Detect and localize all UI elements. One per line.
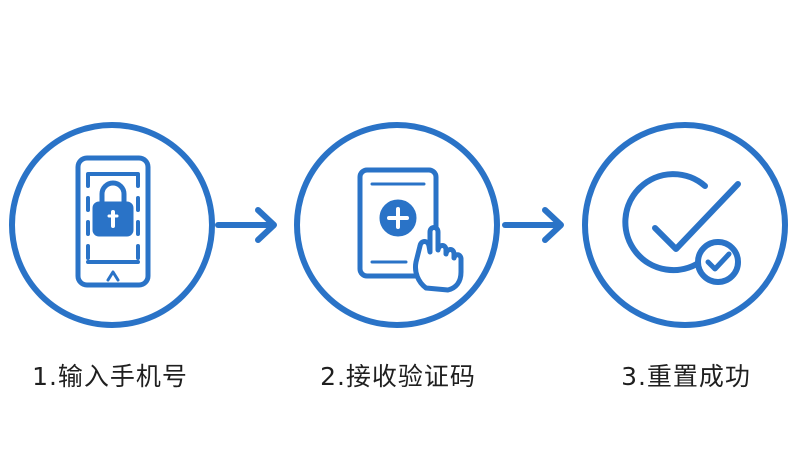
arrow-right-icon bbox=[502, 207, 564, 243]
step-1-label: 1.输入手机号 bbox=[32, 362, 188, 391]
step-2-circle bbox=[294, 122, 500, 328]
step-2 bbox=[294, 122, 500, 328]
step-3-circle bbox=[582, 122, 788, 328]
step-2-label: 2.接收验证码 bbox=[320, 362, 476, 391]
step-3-label: 3.重置成功 bbox=[621, 362, 751, 391]
tablet-tap-plus-icon bbox=[357, 167, 464, 293]
step-3 bbox=[582, 122, 788, 328]
step-1-circle bbox=[9, 122, 215, 328]
step-1 bbox=[9, 122, 215, 328]
locked-phone-icon bbox=[75, 155, 151, 288]
arrow-right-icon bbox=[215, 207, 277, 243]
check-success-icon bbox=[622, 171, 741, 285]
